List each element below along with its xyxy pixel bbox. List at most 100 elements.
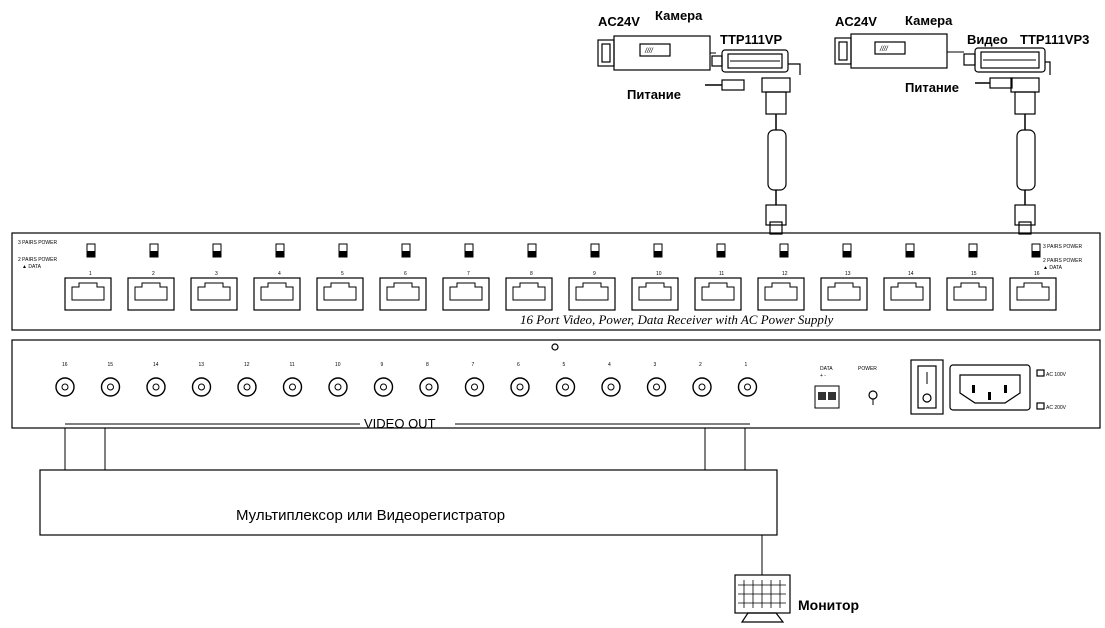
bnc-connector: 9 <box>373 362 394 397</box>
port-number: 16 <box>1034 271 1040 277</box>
bnc-connector: 1 <box>737 362 758 397</box>
transceiver-right-icon <box>963 47 1046 73</box>
camera-left-power-label: Питание <box>627 87 681 102</box>
camera-group-right: AC24V Камера Видео TTP111VP3 Питание ///… <box>834 13 1089 235</box>
bnc-number: 15 <box>108 362 114 368</box>
port-number: 14 <box>908 271 914 277</box>
svg-text:▲ DATA: ▲ DATA <box>22 264 42 270</box>
rj45-port: 12 <box>757 243 805 311</box>
bnc-number: 12 <box>244 362 250 368</box>
camera-right-camera-label: Камера <box>905 13 953 28</box>
bnc-number: 13 <box>199 362 205 368</box>
cable-right-icon <box>1010 61 1051 235</box>
bnc-connector: 16 <box>55 362 75 397</box>
port-number: 2 <box>152 271 155 277</box>
camera-right-transceiver-label: TTP111VP3 <box>1020 32 1089 47</box>
bnc-number: 7 <box>472 362 475 368</box>
port-number: 6 <box>404 271 407 277</box>
switch-legend-left: 3 PAIRS POWER 2 PAIRS POWER ▲ DATA <box>18 240 57 270</box>
svg-text:////: //// <box>644 48 654 55</box>
port-number: 1 <box>89 271 92 277</box>
bnc-number: 16 <box>62 362 68 368</box>
bnc-connector: 14 <box>146 362 166 397</box>
camera-right-power-label: Питание <box>905 80 959 95</box>
bnc-number: 3 <box>654 362 657 368</box>
monitor-label: Монитор <box>798 597 859 613</box>
bnc-number: 4 <box>608 362 611 368</box>
rj45-port: 11 <box>694 243 742 311</box>
bnc-number: 14 <box>153 362 159 368</box>
bnc-connector: 4 <box>601 362 621 397</box>
port-number: 8 <box>530 271 533 277</box>
rj45-port: 15 <box>946 243 994 311</box>
bnc-number: 2 <box>699 362 702 368</box>
svg-text:3 PAIRS POWER: 3 PAIRS POWER <box>18 240 57 246</box>
port-number: 3 <box>215 271 218 277</box>
bnc-connector: 11 <box>282 362 303 397</box>
rj45-port: 16 <box>1009 243 1057 311</box>
rj45-port: 5 <box>316 243 364 311</box>
camera-left-camera-label: Камера <box>655 8 703 23</box>
bnc-number: 5 <box>563 362 566 368</box>
monitor-icon <box>734 535 791 623</box>
bnc-number: 6 <box>517 362 520 368</box>
svg-text:+ -: + - <box>820 373 826 379</box>
power-led: POWER <box>858 366 878 405</box>
data-terminal: DATA + - <box>814 366 840 409</box>
bnc-connector: 6 <box>510 362 530 397</box>
port-number: 7 <box>467 271 470 277</box>
receiver-front-panel: 3 PAIRS POWER 2 PAIRS POWER ▲ DATA 3 PAI… <box>11 232 1101 331</box>
svg-text:▲ DATA: ▲ DATA <box>1043 265 1063 271</box>
bnc-connector: 7 <box>464 362 485 397</box>
power-plug-right-icon <box>975 77 1013 89</box>
rj45-port: 8 <box>505 243 553 311</box>
bnc-number: 10 <box>335 362 341 368</box>
bnc-connector: 15 <box>100 362 121 397</box>
bnc-connector: 2 <box>692 362 712 397</box>
port-number: 4 <box>278 271 281 277</box>
receiver-rear-panel: 16 15 14 13 12 11 10 9 8 7 6 5 4 3 2 1 VIDEO OUT DATA +… <box>11 339 1101 431</box>
video-out-label: VIDEO OUT <box>364 416 436 431</box>
transceiver-left-icon <box>711 49 789 73</box>
port-number: 10 <box>656 271 662 277</box>
rj45-port: 14 <box>883 243 931 311</box>
svg-text:DATA: DATA <box>820 366 833 372</box>
svg-text:3 PAIRS POWER: 3 PAIRS POWER <box>1043 244 1082 250</box>
port-number: 15 <box>971 271 977 277</box>
bnc-connector: 3 <box>646 362 667 397</box>
power-switch-icon <box>910 359 944 415</box>
recorder-box: Мультиплексор или Видеорегистратор <box>39 469 778 536</box>
rj45-port: 3 <box>190 243 238 311</box>
bnc-connector: 8 <box>419 362 439 397</box>
bnc-number: 11 <box>290 362 295 368</box>
switch-legend-right: 3 PAIRS POWER 2 PAIRS POWER ▲ DATA <box>1043 244 1082 271</box>
rj45-port: 10 <box>631 243 679 311</box>
bnc-number: 9 <box>381 362 384 368</box>
svg-text:////: //// <box>879 46 889 53</box>
rj45-port: 2 <box>127 243 175 311</box>
port-number: 9 <box>593 271 596 277</box>
video-cables <box>64 428 746 470</box>
rj45-port: 13 <box>820 243 868 311</box>
rj45-port: 9 <box>568 243 616 311</box>
camera-right-icon: //// <box>834 33 964 69</box>
bnc-connector: 12 <box>237 362 257 397</box>
svg-text:AC 200V: AC 200V <box>1046 405 1067 411</box>
ac-inlet-icon <box>949 364 1031 411</box>
camera-left-transceiver-label: TTP111VP <box>720 32 782 47</box>
svg-text:POWER: POWER <box>858 366 877 372</box>
cable-left-icon <box>761 63 801 235</box>
rj45-port: 7 <box>442 243 490 311</box>
camera-right-ac-label: AC24V <box>835 14 877 29</box>
bnc-connector-row: 16 15 14 13 12 11 10 9 8 7 6 5 4 3 2 1 <box>55 362 758 397</box>
port-number: 5 <box>341 271 344 277</box>
rj45-port: 1 <box>64 243 112 311</box>
port-number: 12 <box>782 271 788 277</box>
camera-left-ac-label: AC24V <box>598 14 640 29</box>
port-number: 13 <box>845 271 851 277</box>
camera-left-icon: //// <box>597 35 716 71</box>
bnc-number: 8 <box>426 362 429 368</box>
svg-text:2 PAIRS POWER: 2 PAIRS POWER <box>18 257 57 263</box>
power-plug-left-icon <box>705 79 745 91</box>
